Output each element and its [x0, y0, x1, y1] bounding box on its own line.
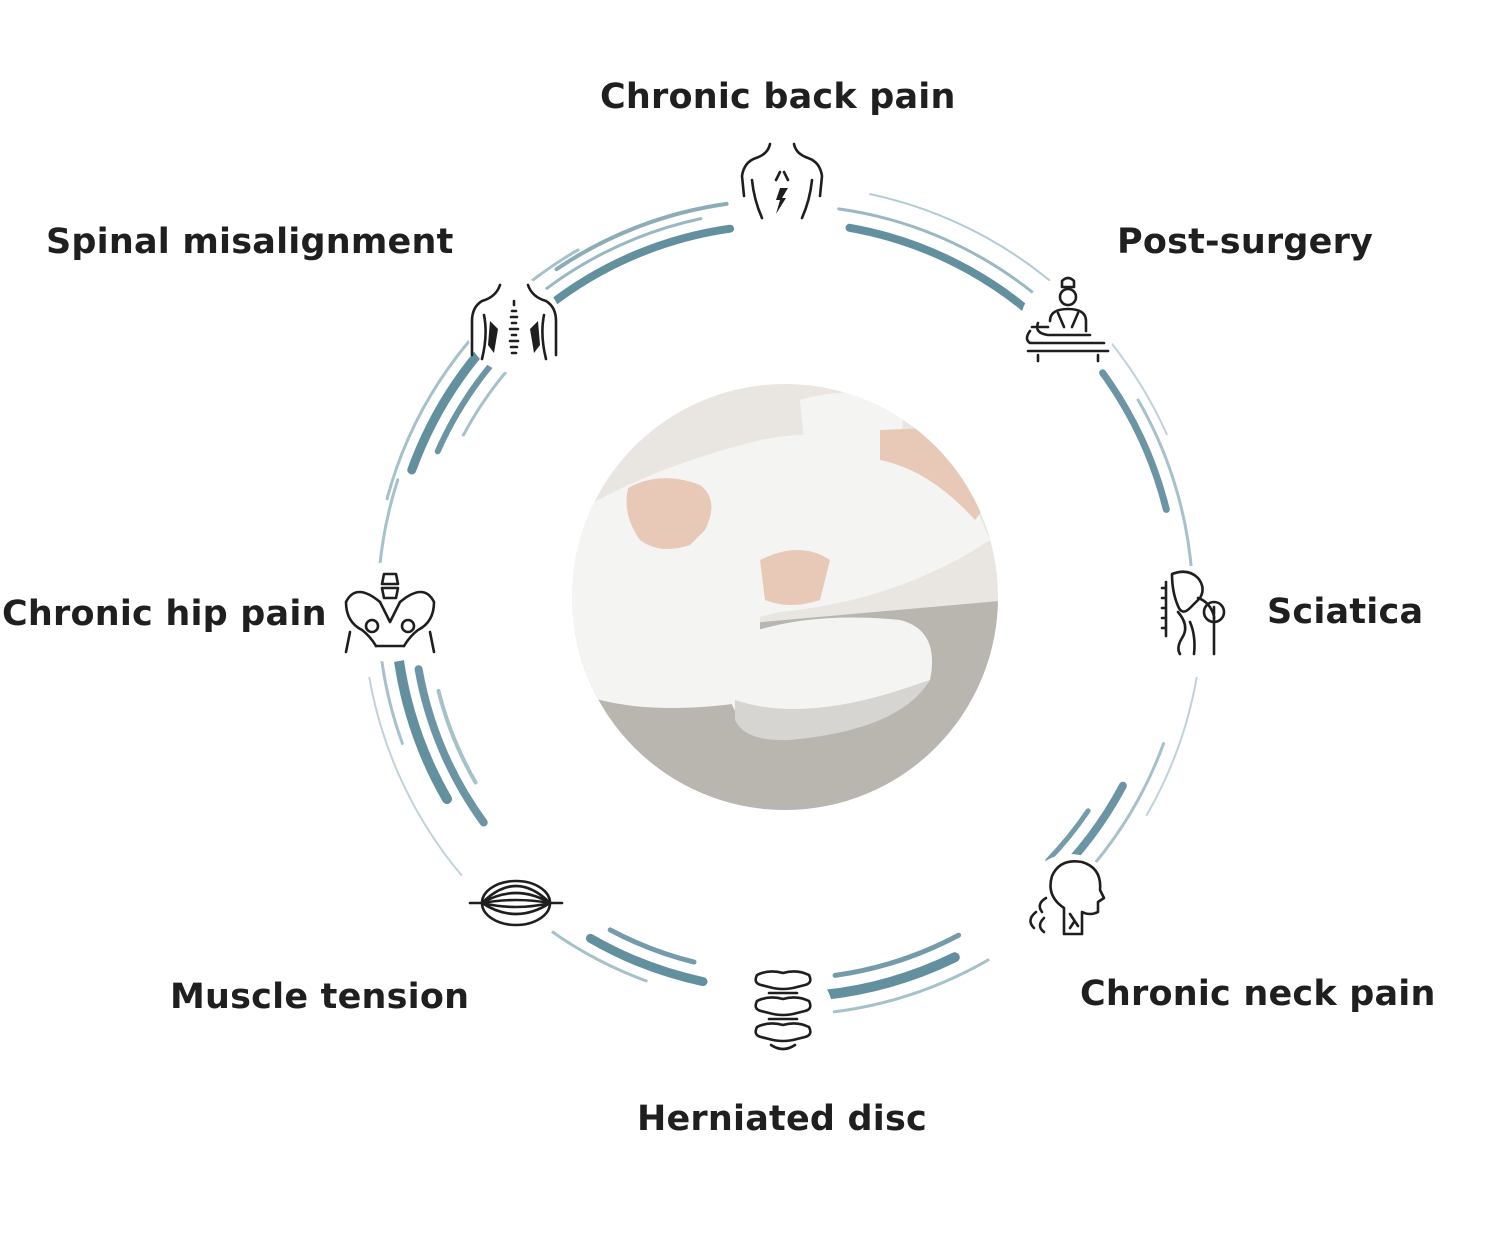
spine-back-icon — [466, 277, 562, 373]
ring-stroke-25 — [1136, 398, 1194, 578]
center-photo — [572, 384, 998, 810]
ring-stroke-20 — [832, 932, 962, 978]
label-chronic-back-pain: Chronic back pain — [600, 77, 956, 117]
photo-skin-hip — [760, 550, 830, 605]
photo-leg — [572, 550, 760, 708]
label-muscle-tension: Muscle tension — [170, 977, 470, 1017]
condition-icons — [340, 136, 1238, 1063]
ring-stroke-16 — [586, 933, 708, 987]
sciatica-icon — [1146, 566, 1238, 658]
ring-stroke-19 — [819, 952, 960, 1000]
photo-skin-arm — [626, 478, 712, 549]
pelvis-icon — [340, 562, 440, 662]
label-chronic-hip-pain: Chronic hip pain — [2, 594, 327, 634]
ring-stroke-5 — [554, 201, 729, 272]
ring-stroke-6 — [385, 248, 580, 501]
ring-stroke-14 — [368, 676, 463, 876]
ring-stroke-17 — [607, 927, 697, 965]
photo-cushion-shadow — [735, 680, 930, 741]
neck-head-icon — [1024, 854, 1116, 946]
label-sciatica: Sciatica — [1267, 592, 1424, 632]
photo-skin-top — [880, 428, 990, 520]
label-chronic-neck-pain: Chronic neck pain — [1080, 974, 1436, 1014]
photo-cushion — [730, 617, 932, 736]
ring-stroke-24 — [1145, 676, 1198, 816]
label-spinal-misalignment: Spinal misalignment — [46, 222, 454, 262]
label-post-surgery: Post-surgery — [1117, 222, 1374, 262]
surgery-patient-icon — [1020, 276, 1116, 373]
muscle-icon — [468, 857, 564, 949]
label-herniated-disc: Herniated disc — [637, 1099, 927, 1139]
ring-stroke-12 — [414, 665, 488, 827]
ring-stroke-26 — [1099, 369, 1170, 513]
torso-icon — [736, 136, 828, 228]
ring-stroke-4 — [545, 224, 735, 310]
vertebrae-icon — [733, 963, 833, 1063]
ring-stroke-13 — [436, 688, 478, 785]
